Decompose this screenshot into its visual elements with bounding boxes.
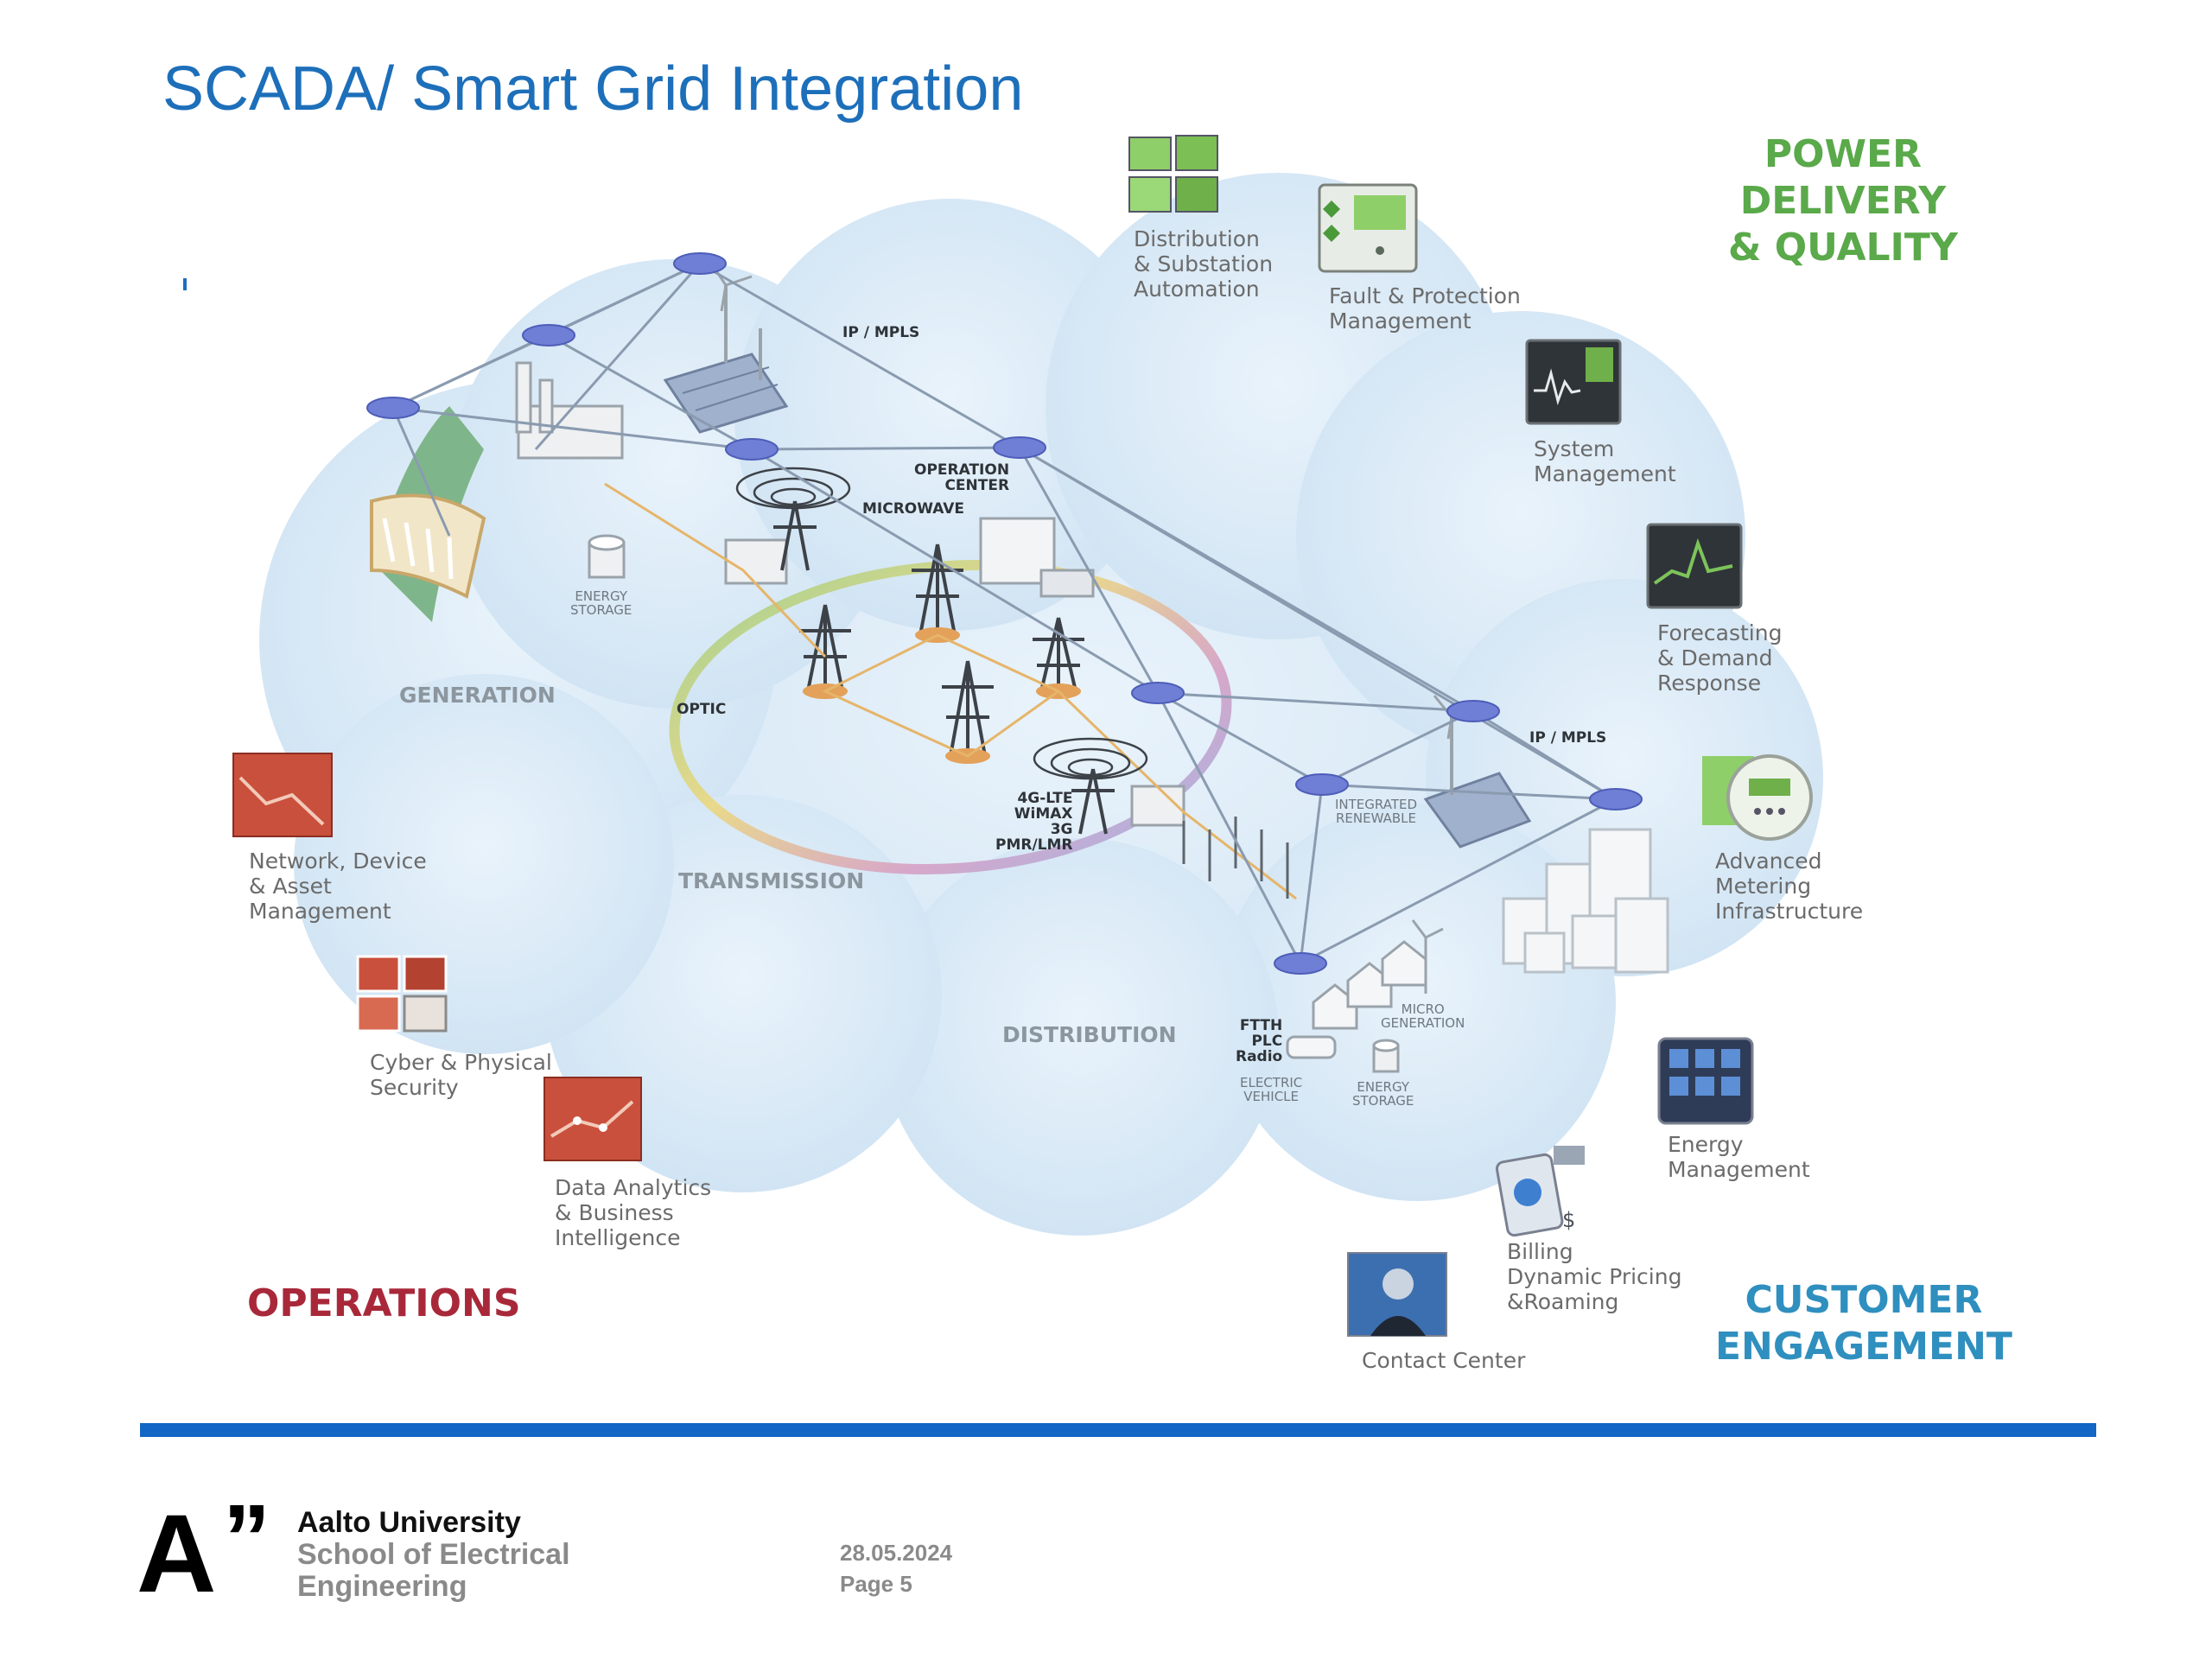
slide-title: SCADA/ Smart Grid Integration	[162, 54, 1024, 124]
energy-storage-dist	[1372, 1039, 1400, 1073]
substation	[724, 538, 1185, 827]
footer-divider	[140, 1423, 2096, 1437]
tag-ip-mpls-right: IP / MPLS	[1529, 729, 1607, 747]
power-lines	[604, 482, 1297, 900]
zone-generation: GENERATION	[399, 683, 556, 708]
svg-text:A: A	[137, 1503, 216, 1599]
label-energy-management: Energy Management	[1668, 1132, 1810, 1182]
tag-electric-vehicle: ELECTRIC VEHICLE	[1240, 1075, 1303, 1104]
group-power-delivery: POWER DELIVERY & QUALITY	[1728, 132, 1958, 270]
houses	[1312, 940, 1427, 1030]
security-cameras-icon	[356, 955, 448, 1033]
protection-relay-icon	[1318, 183, 1418, 273]
tag-ftth: FTTH PLC Radio	[1236, 1017, 1283, 1065]
tag-micro-generation: MICRO GENERATION	[1381, 1001, 1465, 1031]
micro-turbine	[1411, 919, 1444, 994]
zone-distribution: DISTRIBUTION	[1002, 1022, 1177, 1047]
label-fault-protection: Fault & Protection Management	[1329, 283, 1521, 334]
label-system-management: System Management	[1534, 436, 1676, 486]
tag-operation-center: OPERATION CENTER	[914, 461, 1010, 494]
university-name: Aalto University	[297, 1506, 521, 1539]
aalto-logo: A ”	[137, 1503, 270, 1599]
label-contact-center: Contact Center	[1362, 1348, 1526, 1373]
analytics-chart-icon	[543, 1077, 642, 1161]
tag-energy-storage-dist: ENERGY STORAGE	[1352, 1079, 1414, 1109]
label-network-asset: Network, Device & Asset Management	[249, 849, 427, 924]
network-nodes	[366, 252, 1643, 975]
label-data-analytics: Data Analytics & Business Intelligence	[555, 1175, 712, 1250]
school-line-1: School of Electrical	[297, 1538, 570, 1571]
electric-vehicle	[1286, 1035, 1337, 1059]
label-forecasting: Forecasting & Demand Response	[1657, 620, 1783, 696]
asset-chart-icon	[232, 753, 333, 837]
tag-integrated-renewable: INTEGRATED RENEWABLE	[1335, 797, 1418, 826]
label-cyber-security: Cyber & Physical Security	[370, 1050, 552, 1100]
tag-ip-mpls-top: IP / MPLS	[842, 324, 920, 341]
tag-wireless: 4G-LTE WiMAX 3G PMR/LMR	[995, 790, 1073, 854]
svg-text:$: $	[1562, 1208, 1575, 1232]
operation-center	[979, 517, 1095, 598]
zone-transmission: TRANSMISSION	[678, 868, 865, 893]
call-agent-icon	[1347, 1252, 1447, 1337]
page-number: Page 5	[840, 1571, 912, 1597]
tag-microwave: MICROWAVE	[862, 500, 965, 518]
network-links	[391, 262, 1617, 965]
tag-energy-storage-gen: ENERGY STORAGE	[570, 588, 632, 618]
energy-storage-gen	[588, 534, 626, 579]
school-line-2: Engineering	[297, 1570, 467, 1603]
label-billing: Billing Dynamic Pricing &Roaming	[1507, 1239, 1682, 1314]
bullet-marker	[183, 278, 187, 290]
radio-signals	[735, 467, 1148, 780]
slide-date: 28.05.2024	[840, 1540, 953, 1566]
group-operations: OPERATIONS	[247, 1281, 521, 1325]
smart-meter-icon	[1702, 754, 1813, 841]
substation-panels-icon	[1128, 135, 1218, 213]
group-customer-engagement: CUSTOMER ENGAGEMENT	[1715, 1278, 2012, 1369]
monitor-waveform-icon	[1525, 339, 1622, 425]
label-ami: Advanced Metering Infrastructure	[1715, 849, 1864, 924]
hydro-dam	[370, 406, 486, 622]
label-distribution-automation: Distribution & Substation Automation	[1134, 226, 1274, 302]
city-buildings	[1502, 828, 1669, 974]
tag-optic: OPTIC	[677, 701, 727, 718]
energy-tablet-icon	[1657, 1037, 1754, 1125]
svg-text:”: ”	[223, 1503, 270, 1592]
billing-phone-icon: $	[1495, 1146, 1585, 1237]
forecast-chart-icon	[1646, 523, 1743, 609]
